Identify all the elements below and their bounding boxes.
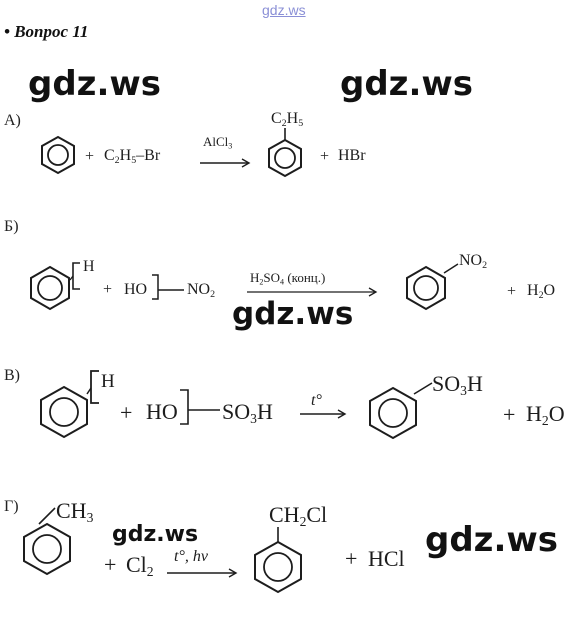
plus-sign: + bbox=[345, 546, 358, 571]
plus-sign: + bbox=[85, 148, 95, 165]
reaction-arrow-icon bbox=[247, 287, 378, 297]
bracket-line bbox=[152, 274, 184, 300]
benzene-ring-icon bbox=[406, 265, 446, 311]
sulfuric-acid-condition: H2SO4 (конц.) bbox=[250, 270, 326, 287]
temperature-light-condition: t°, hν bbox=[174, 548, 208, 565]
plus-sign: + bbox=[320, 148, 330, 165]
reaction-v-label: В) bbox=[4, 367, 20, 384]
plus-sign: + bbox=[507, 283, 517, 300]
water-formula: H2O bbox=[527, 282, 556, 301]
watermark-3: gdz.ws bbox=[232, 296, 354, 332]
temperature-condition: t° bbox=[311, 392, 322, 409]
reaction-arrow-icon bbox=[200, 158, 251, 168]
chlorine-formula: Cl2 bbox=[126, 552, 154, 580]
nitro-formula: NO2 bbox=[187, 281, 216, 300]
bracket-line bbox=[69, 262, 80, 290]
catalyst-label: AlCl3 bbox=[203, 134, 233, 151]
bond-line bbox=[443, 263, 459, 274]
plus-sign: + bbox=[103, 281, 113, 298]
benzene-ring-icon bbox=[369, 386, 417, 440]
ethyl-bromide-formula: C2H5–Br bbox=[104, 147, 161, 166]
bond-line bbox=[284, 128, 286, 140]
watermark-1: gdz.ws bbox=[28, 64, 162, 104]
benzene-ring-icon bbox=[23, 522, 71, 576]
benzene-ring-icon bbox=[41, 135, 75, 175]
bond-line bbox=[38, 507, 56, 525]
hydrogen-atom: H bbox=[83, 258, 95, 275]
benzene-ring-icon bbox=[30, 265, 70, 311]
watermark-4: gdz.ws bbox=[112, 522, 199, 547]
bracket-line bbox=[86, 370, 99, 404]
water-formula: H2O bbox=[526, 401, 565, 429]
reaction-g-label: Г) bbox=[4, 498, 19, 515]
sulfonic-acid-substituent: SO3H bbox=[432, 371, 483, 399]
bond-line bbox=[277, 527, 279, 543]
ho-group: HO bbox=[146, 399, 178, 424]
question-title: • Вопрос 11 bbox=[4, 22, 89, 41]
hydrogen-atom: H bbox=[101, 371, 115, 392]
reaction-arrow-icon bbox=[167, 568, 238, 578]
chloromethyl-substituent: CH2Cl bbox=[269, 502, 328, 530]
watermark-5: gdz.ws bbox=[425, 520, 559, 560]
hbr-formula: HBr bbox=[338, 147, 366, 164]
nitro-substituent: NO2 bbox=[459, 252, 488, 271]
plus-sign: + bbox=[104, 552, 117, 577]
watermark-2: gdz.ws bbox=[340, 64, 474, 104]
reaction-b-label: Б) bbox=[4, 218, 19, 235]
bracket-line bbox=[180, 389, 220, 425]
hcl-formula: HCl bbox=[368, 546, 405, 571]
methyl-substituent: CH3 bbox=[56, 498, 94, 526]
bond-line bbox=[413, 382, 433, 395]
sulfonic-acid-formula: SO3H bbox=[222, 399, 273, 427]
reaction-arrow-icon bbox=[300, 409, 347, 419]
ho-group: HO bbox=[124, 281, 148, 298]
reaction-a-label: А) bbox=[4, 112, 21, 129]
plus-sign: + bbox=[120, 400, 133, 425]
watermark-top-link[interactable]: gdz.ws bbox=[262, 2, 306, 18]
plus-sign: + bbox=[503, 402, 516, 427]
ethyl-substituent: C2H5 bbox=[271, 110, 304, 129]
benzene-ring-icon bbox=[40, 385, 88, 439]
benzene-ring-icon bbox=[268, 138, 302, 178]
benzene-ring-icon bbox=[254, 540, 302, 594]
